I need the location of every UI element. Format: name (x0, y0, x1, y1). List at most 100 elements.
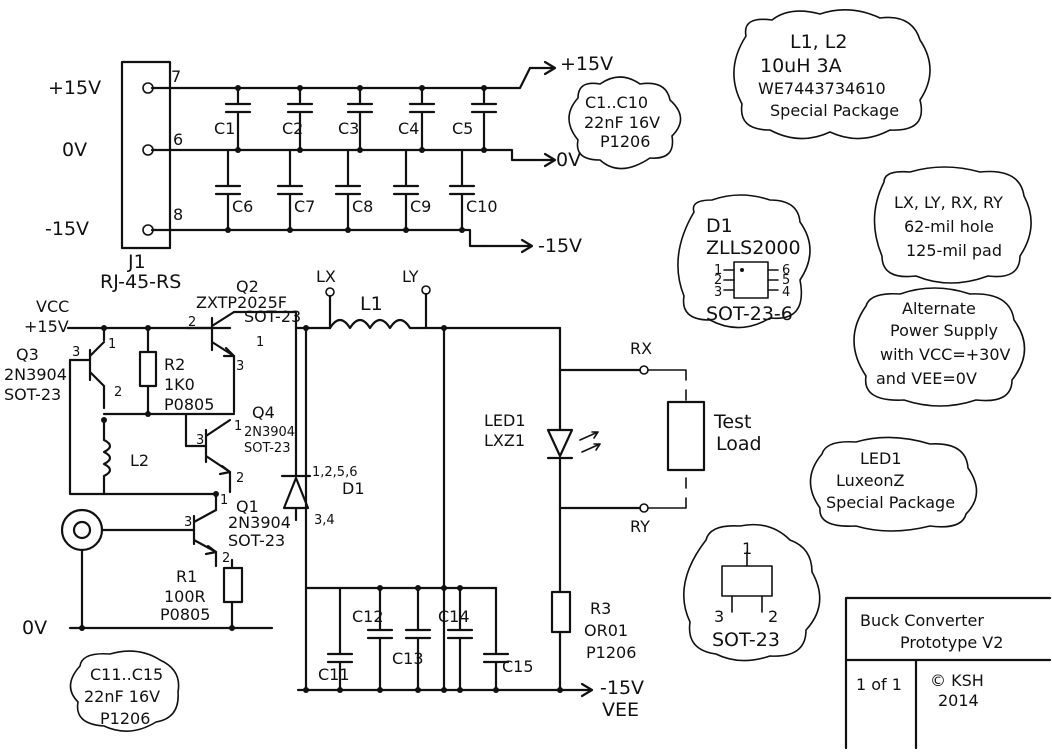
l1-ref: L1 (360, 293, 383, 315)
out-0v: 0V (556, 149, 581, 171)
plus15-label: +15V (24, 317, 69, 336)
note-alt-supply: Alternate Power Supply with VCC=+30V and… (853, 287, 1026, 407)
q3-pin-2: 2 (114, 385, 122, 400)
q2-pkg: SOT-23 (244, 307, 301, 326)
load-line1: Test (713, 411, 751, 433)
testpoint-ry: RY (630, 477, 687, 536)
sheet-number: 1 of 1 (856, 675, 902, 694)
sot23-label: SOT-23 (712, 629, 780, 651)
j1-ref: J1 (127, 251, 146, 273)
inductor-l2: L2 (102, 418, 149, 496)
lx-label: LX (316, 267, 336, 286)
test-load: Test Load (666, 400, 762, 472)
note-pads-line3: 125-mil pad (906, 241, 1002, 260)
l2-ref: L2 (130, 451, 149, 470)
q3-pin-1: 1 (108, 337, 116, 352)
d1-pins-bot: 3,4 (314, 513, 335, 528)
q1-pin-2: 2 (222, 551, 230, 566)
q2-pin-2: 2 (188, 315, 196, 330)
note-sot23: 1 3 2 SOT-23 (683, 523, 821, 662)
cap-c8-label: C8 (352, 197, 373, 216)
r2-ref: R2 (164, 355, 185, 374)
wire-sw-node (294, 310, 332, 692)
bnc-input (60, 508, 196, 630)
note-d1-line3: SOT-23-6 (706, 303, 793, 325)
d1-pin-5: 5 (782, 273, 790, 288)
cap-c13-label: C13 (392, 649, 424, 668)
q4-pin-2: 2 (236, 471, 244, 486)
note-l1-l2: L1, L2 10uH 3A WE7443734610 Special Pack… (733, 9, 931, 140)
led1-part: LXZ1 (484, 431, 525, 450)
j1-label-0v: 0V (62, 139, 87, 161)
cap-c1-label: C1 (214, 119, 235, 138)
caps-c1-c5: C1 C2 C3 C4 C5 (214, 85, 498, 153)
diode-d1: 1,2,5,6 D1 3,4 (280, 326, 365, 528)
out-minus15: -15V (538, 235, 582, 257)
d1-pin-3: 3 (714, 285, 722, 300)
cap-c12-label: C12 (352, 607, 384, 626)
transistor-q1: Q1 2N3904 SOT-23 1 3 2 (184, 493, 291, 568)
note-led-line2: LuxeonZ (836, 471, 905, 490)
note-pads-line1: LX, LY, RX, RY (894, 193, 1003, 212)
title-block: Buck Converter Prototype V2 1 of 1 © KSH… (844, 596, 1052, 750)
cap-c14-label: C14 (438, 607, 470, 626)
j1-type: RJ-45-RS (100, 271, 181, 293)
q1-pkg: SOT-23 (228, 531, 285, 550)
note-led-line1: LED1 (860, 449, 902, 468)
j1-label-minus15: -15V (45, 218, 89, 240)
wire-q4-q1 (102, 492, 218, 512)
note-pads: LX, LY, RX, RY 62-mil hole 125-mil pad (873, 166, 1032, 284)
d1-pin-4: 4 (782, 285, 790, 300)
resistor-r2: R2 1K0 P0805 (138, 326, 214, 416)
vee-rail: -15V VEE (296, 677, 644, 721)
sot23-pin-1: 1 (742, 539, 752, 558)
d1-pins-top: 1,2,5,6 (312, 465, 357, 480)
ly-label: LY (402, 267, 419, 286)
r3-value: OR01 (584, 621, 628, 640)
title-line1: Buck Converter (860, 611, 984, 630)
cap-c2-label: C2 (282, 119, 303, 138)
j1-pin-6: 6 (173, 130, 183, 149)
q4-pin-3: 3 (196, 433, 204, 448)
note-c11-c15: C11..C15 22nF 16V P1206 (69, 650, 180, 732)
rx-label: RX (630, 339, 652, 358)
q1-part: 2N3904 (228, 513, 291, 532)
q1-pin-3: 3 (184, 515, 192, 530)
vcc-label: VCC (36, 297, 69, 316)
title-line2: Prototype V2 (900, 633, 1003, 652)
q4-ref: Q4 (252, 403, 275, 422)
note-c1-c10-line1: C1..C10 (585, 93, 648, 112)
caps-c6-c10: C6 C7 C8 C9 C10 (214, 148, 498, 233)
q3-ref: Q3 (16, 345, 39, 364)
q2-ref: Q2 (236, 277, 259, 296)
vee-label: VEE (602, 699, 639, 721)
vee-minus15: -15V (600, 677, 644, 699)
r3-ref: R3 (590, 599, 611, 618)
r2-pkg: P0805 (164, 395, 214, 414)
out-plus15: +15V (560, 53, 613, 75)
note-c11-c15-line3: P1206 (100, 709, 150, 728)
d1-ref: D1 (342, 479, 365, 498)
q1-ref: Q1 (236, 497, 259, 516)
note-c11-c15-line1: C11..C15 (90, 665, 163, 684)
wire-left-loop (68, 358, 106, 496)
note-l1-l2-line2: 10uH 3A (760, 55, 842, 77)
d1-pin-2: 2 (714, 273, 722, 288)
cap-c11-label: C11 (318, 665, 350, 684)
r1-pkg: P0805 (160, 605, 210, 624)
note-c1-c10-line2: 22nF 16V (584, 113, 660, 132)
r1-ref: R1 (176, 567, 197, 586)
q2-pin-1: 1 (256, 335, 264, 350)
note-l1-l2-line1: L1, L2 (790, 31, 847, 53)
copyright-line2: 2014 (938, 691, 979, 710)
note-led-line3: Special Package (826, 493, 955, 512)
note-c1-c10: C1..C10 22nF 16V P1206 (568, 76, 682, 170)
j1-pin-7: 7 (171, 67, 181, 86)
note-pads-line2: 62-mil hole (904, 217, 994, 236)
inductor-l1: L1 (328, 293, 562, 330)
j1-label-plus15: +15V (48, 77, 101, 99)
note-d1-line2: ZLLS2000 (706, 237, 801, 259)
ry-label: RY (630, 517, 650, 536)
d1-pin-6: 6 (782, 263, 790, 278)
